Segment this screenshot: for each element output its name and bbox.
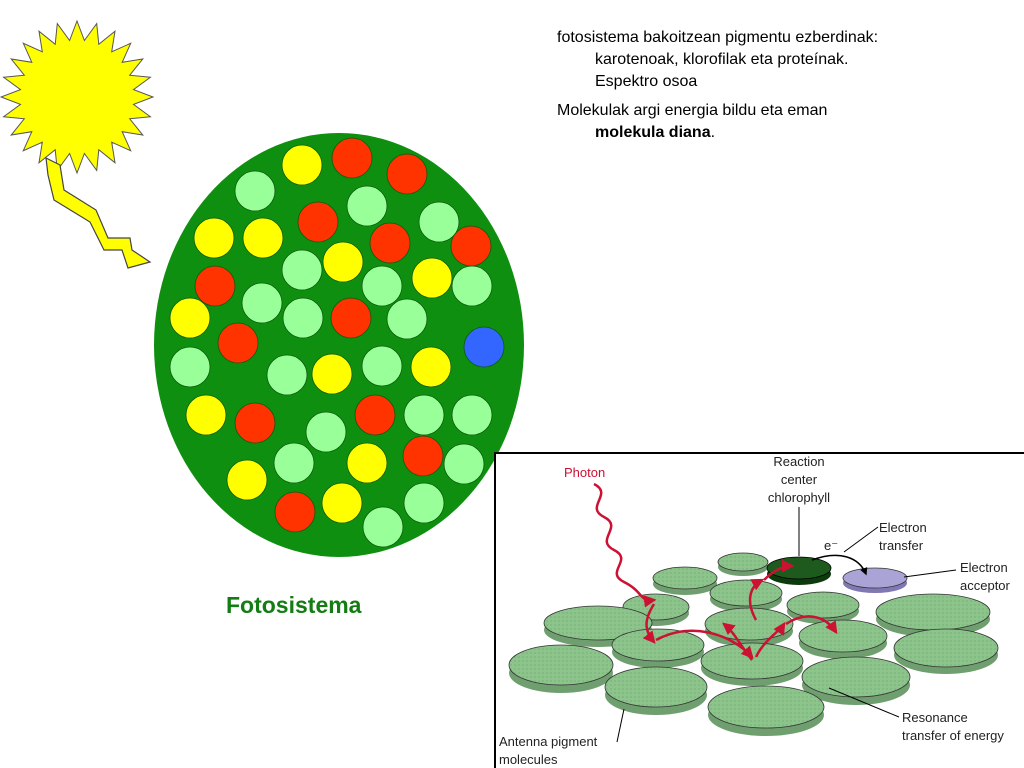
yellow-pigment xyxy=(169,297,211,339)
green-pigment xyxy=(281,249,323,291)
green-pigment xyxy=(451,394,493,436)
leader-lines xyxy=(616,507,957,743)
red-pigment xyxy=(402,435,444,477)
antenna-label-2: molecules xyxy=(499,752,558,767)
description-text: fotosistema bakoitzean pigmentu ezberdin… xyxy=(557,27,1007,151)
disk xyxy=(801,656,911,705)
photosystem-caption: Fotosistema xyxy=(226,592,362,618)
green-pigment xyxy=(403,394,445,436)
photosystem-diagram xyxy=(154,133,524,557)
yellow-pigment xyxy=(242,217,284,259)
yellow-pigment xyxy=(321,482,363,524)
disk xyxy=(652,566,718,595)
disk xyxy=(707,685,825,736)
disk xyxy=(700,642,804,686)
red-pigment xyxy=(234,402,276,444)
green-pigment xyxy=(282,297,324,339)
electron-transfer-label-2: transfer xyxy=(879,538,924,553)
disk xyxy=(875,593,991,637)
photon-label: Photon xyxy=(564,465,605,480)
red-pigment xyxy=(331,137,373,179)
electron-acceptor-label-2: acceptor xyxy=(960,578,1011,593)
red-pigment xyxy=(217,322,259,364)
electron-symbol: e⁻ xyxy=(824,538,838,553)
disk xyxy=(543,605,653,647)
green-pigment xyxy=(418,201,460,243)
yellow-pigment xyxy=(410,346,452,388)
red-pigment xyxy=(386,153,428,195)
sun-icon xyxy=(0,19,155,175)
sun-illustration xyxy=(0,19,155,269)
green-pigment xyxy=(241,282,283,324)
green-pigment xyxy=(361,265,403,307)
reaction-center-label-3: chlorophyll xyxy=(768,490,830,505)
green-pigment xyxy=(273,442,315,484)
disk xyxy=(611,628,705,668)
yellow-pigment xyxy=(322,241,364,283)
red-pigment xyxy=(194,265,236,307)
electron-acceptor-disk xyxy=(842,567,908,593)
photon-wave xyxy=(593,482,657,608)
antenna-label-1: Antenna pigment xyxy=(499,734,598,749)
resonance-arrows xyxy=(642,559,838,661)
electron-transfer-label-1: Electron xyxy=(879,520,927,535)
red-pigment xyxy=(330,297,372,339)
red-pigment xyxy=(274,491,316,533)
green-pigment xyxy=(361,345,403,387)
green-pigment xyxy=(451,265,493,307)
green-pigment xyxy=(234,170,276,212)
green-pigment xyxy=(169,346,211,388)
yellow-pigment xyxy=(281,144,323,186)
yellow-pigment xyxy=(346,442,388,484)
yellow-pigment xyxy=(226,459,268,501)
resonance-label-1: Resonance xyxy=(902,710,968,725)
resonance-label-2: transfer of energy xyxy=(902,728,1004,743)
red-pigment xyxy=(297,201,339,243)
disk xyxy=(709,579,783,612)
green-pigment xyxy=(443,443,485,485)
disk xyxy=(604,666,708,715)
yellow-pigment xyxy=(411,257,453,299)
disk xyxy=(893,628,999,674)
green-pigment xyxy=(362,506,404,548)
green-pigment xyxy=(266,354,308,396)
green-pigment xyxy=(346,185,388,227)
reaction-center-label-2: center xyxy=(781,472,818,487)
green-pigment xyxy=(305,411,347,453)
green-pigment xyxy=(403,482,445,524)
target-molecule xyxy=(463,326,505,368)
light-bolt-icon xyxy=(45,156,152,269)
target-molecule-term: molekula diana xyxy=(595,124,711,141)
electron-acceptor-label-1: Electron xyxy=(960,560,1008,575)
red-pigment xyxy=(354,394,396,436)
red-pigment xyxy=(450,225,492,267)
antenna-complex-figure: Photon Reaction center chlorophyll Elect… xyxy=(494,452,1024,768)
disk xyxy=(798,619,888,659)
disk xyxy=(508,644,614,693)
yellow-pigment xyxy=(311,353,353,395)
paragraph-pigments: fotosistema bakoitzean pigmentu ezberdin… xyxy=(557,29,879,90)
electron-transfer-arrow xyxy=(811,554,868,576)
reaction-center-label-1: Reaction xyxy=(773,454,824,469)
yellow-pigment xyxy=(193,217,235,259)
red-pigment xyxy=(369,222,411,264)
green-pigment xyxy=(386,298,428,340)
disk xyxy=(717,552,769,576)
yellow-pigment xyxy=(185,394,227,436)
paragraph-energy: Molekulak argi energia bildu eta eman mo… xyxy=(557,102,828,141)
